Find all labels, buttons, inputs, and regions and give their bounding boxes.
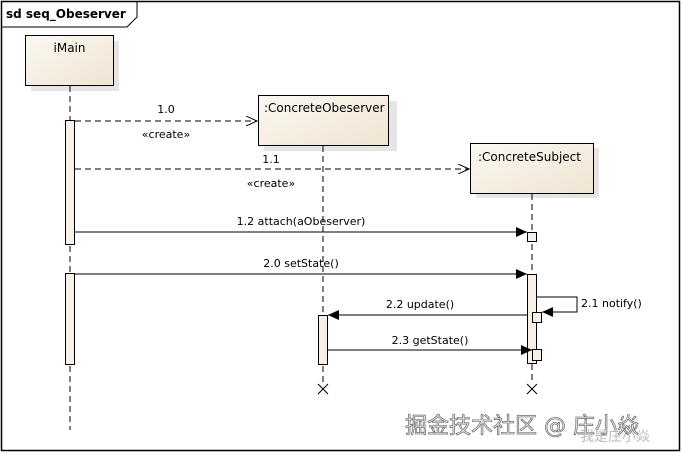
message-label: 2.0 setState() xyxy=(263,257,339,270)
watermark: 掘金技术社区 @ 庄小焱 xyxy=(405,414,639,439)
frame-title-tab xyxy=(1,1,138,28)
message-1-1[interactable]: 1.1 «create» xyxy=(75,153,469,190)
activation-bar-nested xyxy=(532,312,542,323)
message-2-2[interactable]: 2.2 update() xyxy=(328,298,527,320)
lifeline-concrete-observer[interactable]: :ConcreteObeserver xyxy=(258,95,398,395)
frame-title: sd seq_Obeserver xyxy=(6,7,126,22)
activation-bar-nested xyxy=(532,349,542,361)
lifeline-label-subject: :ConcreteSubject xyxy=(478,150,581,164)
lifeline-head-imain[interactable] xyxy=(25,35,114,86)
message-number: 1.0 xyxy=(157,103,175,116)
lifeline-concrete-subject[interactable]: :ConcreteSubject xyxy=(470,143,600,395)
message-2-3[interactable]: 2.3 getState() xyxy=(328,334,532,355)
destroy-icon xyxy=(317,383,329,395)
activation-bar xyxy=(65,273,75,365)
message-label: 2.3 getState() xyxy=(392,334,469,347)
watermark-sub: 我是庄小焱 xyxy=(580,428,650,445)
message-label: 1.2 attach(aObeserver) xyxy=(237,215,366,228)
message-label: 2.2 update() xyxy=(386,298,454,311)
activation-bar xyxy=(65,120,75,245)
message-1-0[interactable]: 1.0 «create» xyxy=(75,103,257,141)
lifeline-label-observer: :ConcreteObeserver xyxy=(264,101,385,115)
message-number: 1.1 xyxy=(262,153,280,166)
message-stereotype: «create» xyxy=(142,128,190,141)
lifeline-label-imain: iMain xyxy=(54,41,86,55)
activation-bar xyxy=(318,315,328,365)
lifeline-head-observer[interactable] xyxy=(258,95,389,146)
message-1-2[interactable]: 1.2 attach(aObeserver) xyxy=(75,215,527,237)
destroy-icon xyxy=(526,383,538,395)
message-2-1[interactable]: 2.1 notify() xyxy=(537,296,642,317)
message-stereotype: «create» xyxy=(247,177,295,190)
lifeline-imain[interactable]: iMain xyxy=(25,35,120,431)
activation-bar xyxy=(527,232,537,242)
message-label: 2.1 notify() xyxy=(581,297,642,310)
lifeline-head-subject[interactable] xyxy=(470,143,594,194)
message-2-0[interactable]: 2.0 setState() xyxy=(75,257,527,279)
